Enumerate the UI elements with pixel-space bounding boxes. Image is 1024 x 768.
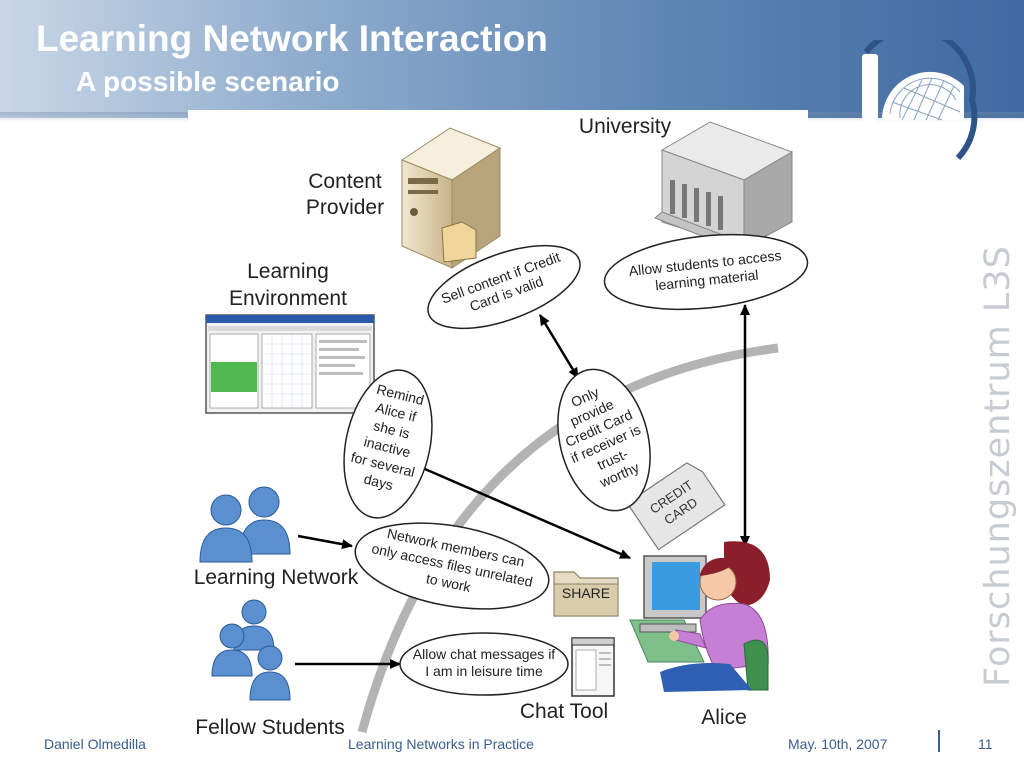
logo-dome-grid [889, 77, 961, 121]
bubble-allow-chat: Allow chat messages if I am in leisure t… [399, 632, 569, 696]
arrow-network-bubble [297, 534, 353, 550]
chat-tool-label: Chat Tool [520, 700, 608, 723]
fellow-students-people-icon [211, 599, 291, 701]
arrow-remind-alice [417, 464, 631, 560]
fellow-students-label: Fellow Students [195, 716, 344, 739]
chat-tool-window-icon [571, 637, 615, 697]
bubble-allow-access: Allow students to access learning materi… [603, 233, 809, 311]
credit-card-badge: CREDIT CARD [626, 462, 726, 551]
share-folder-icon [553, 571, 619, 617]
learning-network-people-icon [199, 486, 291, 563]
content-provider-label-line1: Content [308, 170, 382, 193]
learning-network-label: Learning Network [194, 566, 359, 589]
university-label: University [579, 115, 672, 138]
footer-date: May. 10th, 2007 [788, 736, 888, 752]
bubble-network-members: Network members can only access files un… [354, 522, 550, 610]
bubble-sell-content: Sell content if Credit Card is valid [427, 244, 581, 330]
boundary-arc [357, 343, 779, 734]
header-band [0, 0, 1024, 118]
l3s-logo [862, 40, 978, 161]
arrow-sell-only [538, 314, 580, 379]
slide-title: Learning Network Interaction [36, 18, 548, 59]
bubble-remind-line6: days [362, 471, 395, 494]
learning-env-label-line2: Environment [229, 287, 347, 310]
learning-env-screenshot-icon [205, 314, 375, 414]
alice-computer-icon [629, 541, 770, 692]
alice-label: Alice [701, 706, 747, 729]
server-icon [400, 127, 502, 269]
bubble-allow-chat-line2: I am in leisure time [425, 663, 543, 679]
learning-env-label-line1: Learning [247, 260, 329, 283]
bubble-only-provide: Only provide Credit Card if receiver is … [557, 368, 651, 512]
footer-page-number: 11 [978, 736, 993, 752]
bubble-allow-chat-line1: Allow chat messages if [413, 646, 556, 662]
logo-arc [863, 40, 978, 161]
footer-center-title: Learning Networks in Practice [348, 736, 534, 752]
share-folder-label: SHARE [562, 585, 610, 601]
slide-subtitle: A possible scenario [76, 66, 340, 97]
content-provider-label-line2: Provider [306, 196, 384, 219]
footer-separator [938, 730, 940, 752]
university-building-icon [654, 121, 794, 253]
logo-pillar [862, 54, 878, 122]
bubble-remind: Remind Alice if she is inactive for seve… [343, 369, 433, 519]
footer-author: Daniel Olmedilla [44, 736, 146, 752]
